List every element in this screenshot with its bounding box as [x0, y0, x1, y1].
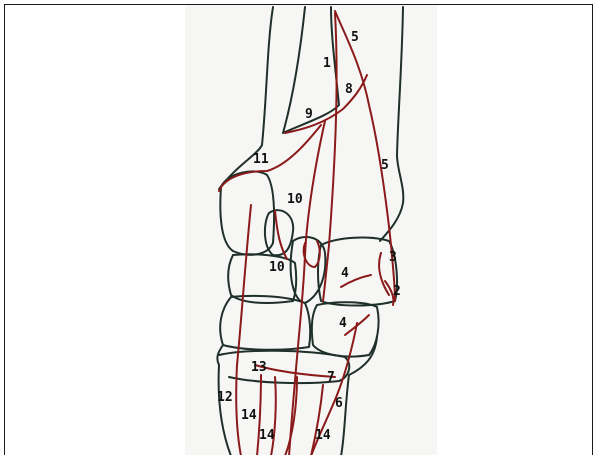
radius-outline-right	[380, 7, 403, 241]
label-4-upper: 4	[341, 266, 349, 281]
label-13: 13	[251, 360, 267, 375]
carpal-bone-c	[318, 238, 397, 306]
vessels	[219, 11, 395, 455]
label-9: 9	[305, 107, 313, 122]
label-11: 11	[253, 152, 269, 167]
label-10-lower: 10	[269, 260, 285, 275]
label-5-top: 5	[351, 30, 359, 45]
carpus-vessel-diagram: 1 5 8 9 5 11 10 10 3 4 2 4 13 7 12 6 14 …	[5, 5, 593, 455]
label-12: 12	[217, 390, 233, 405]
label-5-mid: 5	[381, 158, 389, 173]
label-8: 8	[345, 82, 353, 97]
label-14-left: 14	[241, 408, 257, 423]
carpal-bone-a	[265, 210, 293, 255]
label-1: 1	[323, 56, 331, 71]
label-2: 2	[393, 284, 401, 299]
label-4-lower: 4	[339, 316, 347, 331]
vessel-14-mid	[271, 377, 276, 455]
label-7: 7	[327, 370, 335, 385]
metacarpal-outline-right	[341, 337, 377, 455]
vessel-5-main	[335, 11, 395, 301]
label-6: 6	[335, 396, 343, 411]
label-14-mid: 14	[259, 428, 275, 443]
figure-frame: 1 5 8 9 5 11 10 10 3 4 2 4 13 7 12 6 14 …	[4, 4, 593, 455]
vessel-14-right	[311, 385, 323, 455]
vessel-14-left	[257, 375, 261, 455]
vessel-9	[285, 75, 367, 133]
vessel-3	[379, 253, 389, 295]
bone-outlines	[217, 7, 403, 455]
label-3: 3	[389, 250, 397, 265]
label-10-upper: 10	[287, 192, 303, 207]
label-14-right: 14	[315, 428, 331, 443]
